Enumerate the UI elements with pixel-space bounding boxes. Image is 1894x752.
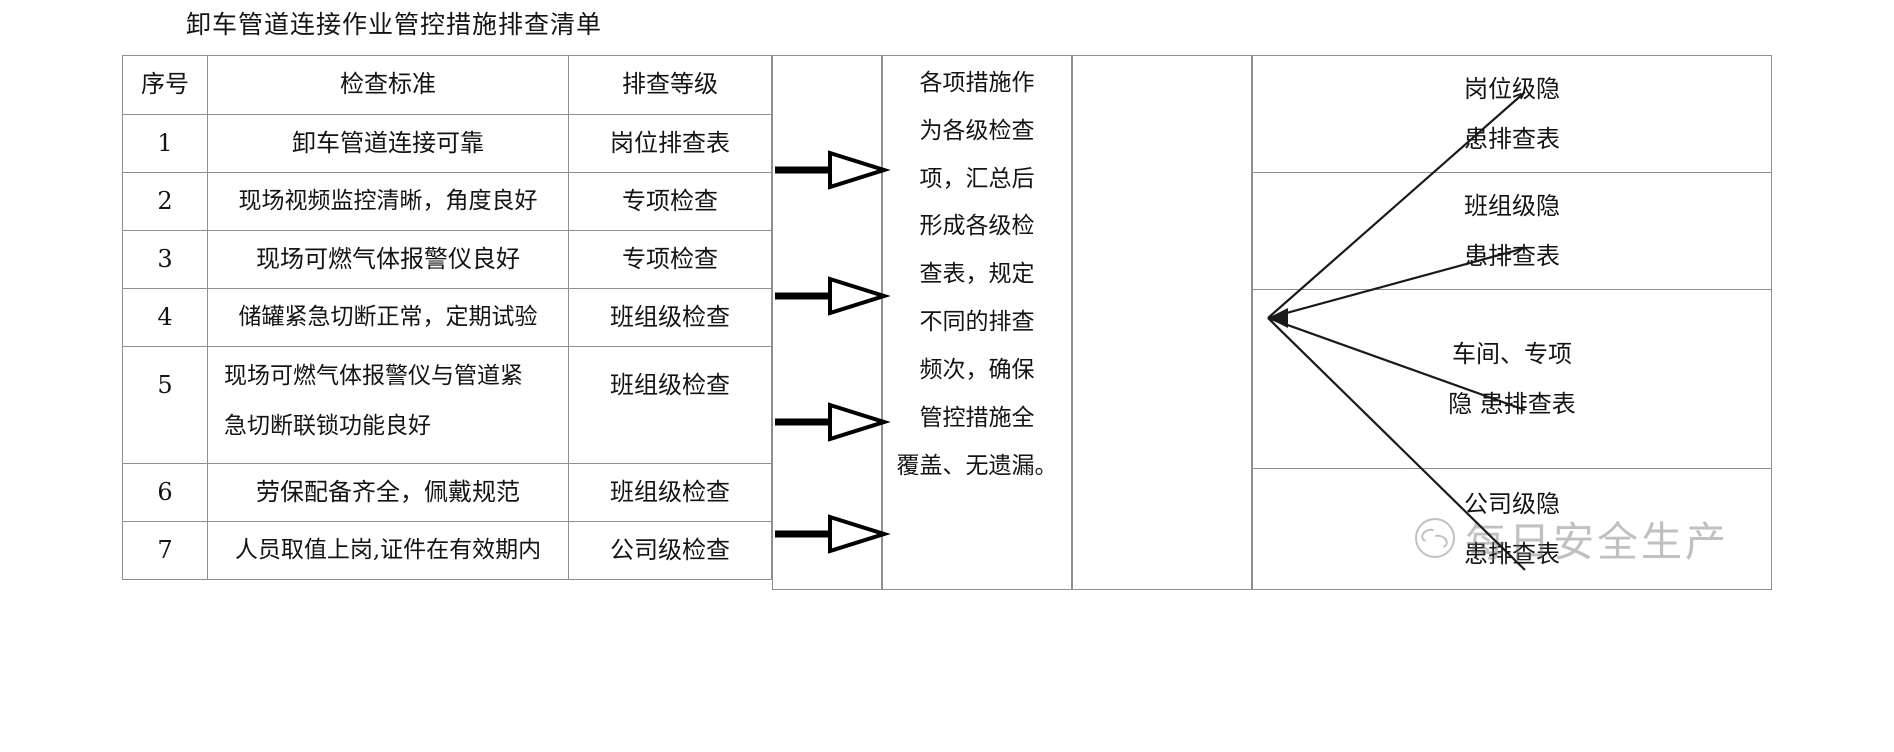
table-row: 2	[122, 172, 208, 231]
table-row: 公司级检查	[568, 521, 772, 580]
table-row: 人员取值上岗,证件在有效期内	[207, 521, 569, 580]
summary-line: 形成各级检	[919, 213, 1035, 240]
table-row: 专项检查	[568, 172, 772, 231]
table-row: 岗位排查表	[568, 114, 772, 173]
table-header-no: 序号	[122, 55, 208, 115]
table-row: 1	[122, 114, 208, 173]
output-line1: 车间、专项	[1452, 339, 1572, 368]
table-row: 班组级检查	[568, 346, 772, 464]
output-form-workshop: 车间、专项 隐 患排查表	[1252, 289, 1772, 469]
arrow-column	[772, 55, 882, 590]
summary-line: 频次，确保	[919, 356, 1035, 383]
fanout-column	[1072, 55, 1252, 590]
table-row: 现场可燃气体报警仪良好	[207, 230, 569, 289]
output-form-post: 岗位级隐 患排查表	[1252, 55, 1772, 173]
page-title: 卸车管道连接作业管控措施排查清单	[186, 10, 603, 39]
table-row: 劳保配备齐全，佩戴规范	[207, 463, 569, 522]
summary-line: 各项措施作	[919, 70, 1035, 96]
row5-line1: 现场可燃气体报警仪与管道紧	[224, 363, 523, 389]
table-row: 专项检查	[568, 230, 772, 289]
table-row: 7	[122, 521, 208, 580]
summary-line: 管控措施全	[919, 404, 1035, 431]
table-row: 6	[122, 463, 208, 522]
output-line1: 岗位级隐	[1464, 74, 1560, 103]
watermark: 每日安全生产	[1415, 508, 1729, 568]
table-header-level: 排查等级	[568, 55, 772, 115]
summary-line: 不同的排查	[919, 309, 1035, 336]
table-row: 班组级检查	[568, 463, 772, 522]
table-row: 4	[122, 288, 208, 347]
table-row: 3	[122, 230, 208, 289]
output-form-team: 班组级隐 患排查表	[1252, 172, 1772, 290]
summary-line: 项，汇总后	[919, 165, 1035, 192]
summary-box: 各项措施作 为各级检查 项，汇总后 形成各级检 查表，规定 不同的排查 频次，确…	[882, 55, 1072, 590]
summary-line: 覆盖、无遗漏。	[896, 452, 1058, 479]
watermark-text: 每日安全生产	[1465, 518, 1729, 566]
table-header-standard: 检查标准	[207, 55, 569, 115]
table-row: 现场可燃气体报警仪与管道紧 急切断联锁功能良好	[207, 346, 569, 464]
output-line1: 班组级隐	[1464, 191, 1560, 220]
output-line2: 患排查表	[1464, 125, 1560, 153]
summary-line: 查表，规定	[919, 261, 1035, 288]
table-row: 班组级检查	[568, 288, 772, 347]
summary-line: 为各级检查	[919, 117, 1035, 144]
row5-line2: 急切断联锁功能良好	[224, 412, 431, 439]
table-row: 储罐紧急切断正常，定期试验	[207, 288, 569, 347]
output-line2: 隐 患排查表	[1448, 390, 1576, 418]
table-row: 卸车管道连接可靠	[207, 114, 569, 173]
checklist-table: 序号 检查标准 排查等级 1 卸车管道连接可靠 岗位排查表 2 现场视频监控清晰…	[122, 55, 772, 590]
output-line2: 患排查表	[1464, 242, 1560, 270]
table-row: 5	[122, 346, 208, 464]
table-row: 现场视频监控清晰，角度良好	[207, 172, 569, 231]
wechat-circle-logo-icon	[1415, 518, 1455, 558]
